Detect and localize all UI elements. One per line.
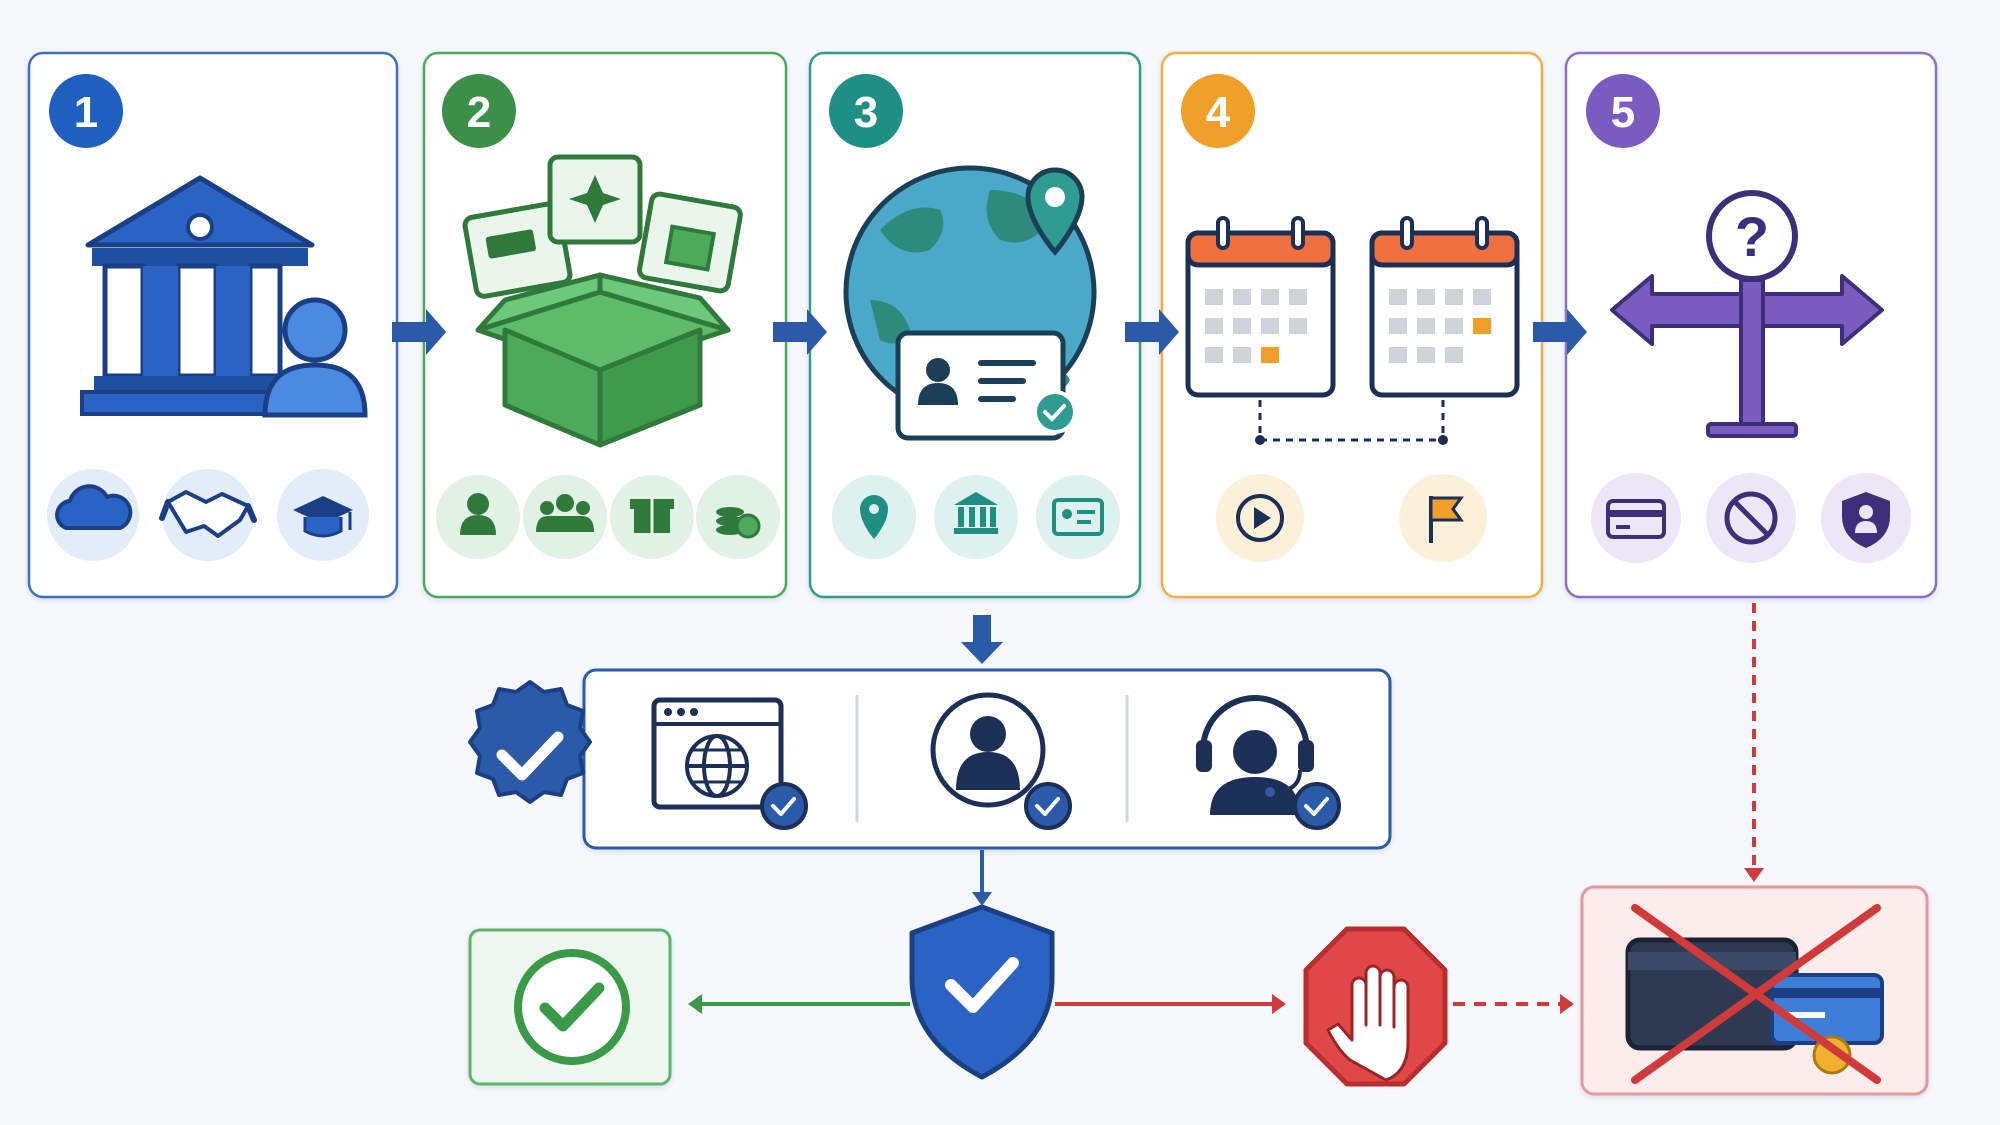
blocked-outcome xyxy=(1580,885,1929,1096)
coins-icon xyxy=(696,475,780,559)
verified-badge-icon xyxy=(468,680,592,804)
wallet-card-crossed-icon xyxy=(1625,904,1884,1084)
arrow-stop-to-blocked-head xyxy=(1560,994,1574,1014)
arrow-4-to-5 xyxy=(1533,309,1587,355)
arrow-verification-to-shield-head xyxy=(972,892,992,906)
arrow-step5-to-blocked-head xyxy=(1744,868,1764,882)
step-3-number: 3 xyxy=(854,88,878,137)
approve-outcome xyxy=(468,928,672,1086)
arrow-shield-to-stop-head xyxy=(1272,994,1286,1014)
step-1-number: 1 xyxy=(74,88,98,137)
user-icon xyxy=(436,475,520,559)
step-3-number-badge: 3 xyxy=(829,74,903,148)
arrow-shield-to-approve-head xyxy=(688,994,702,1014)
signpost-question-icon: ? xyxy=(1610,190,1884,438)
group-icon xyxy=(523,475,607,559)
svg-text:?: ? xyxy=(1735,205,1769,268)
graduation-cap-icon xyxy=(277,469,369,561)
location-pin-icon xyxy=(832,475,916,559)
bank-with-user-icon xyxy=(80,175,368,418)
open-box-with-cards-icon xyxy=(462,154,743,448)
arrow-3-to-4 xyxy=(1125,309,1179,355)
gift-icon xyxy=(610,475,694,559)
globe-with-id-card-icon xyxy=(843,165,1097,441)
step-2-number: 2 xyxy=(467,88,491,137)
check-circle-icon xyxy=(514,949,630,1065)
block-icon xyxy=(1706,473,1796,563)
cloud-icon xyxy=(47,469,139,561)
verification-panel xyxy=(468,668,1392,850)
shield-user-icon xyxy=(1821,473,1911,563)
step-2-number-badge: 2 xyxy=(442,74,516,148)
decision-shield xyxy=(909,904,1055,1080)
arrow-2-to-3 xyxy=(773,309,827,355)
step-5-number: 5 xyxy=(1611,88,1635,137)
user-verified-icon xyxy=(930,692,1072,830)
id-card-icon xyxy=(1036,475,1120,559)
step-3-card: 3 xyxy=(808,51,1142,599)
stop-hand-icon xyxy=(1303,926,1448,1087)
bank-icon xyxy=(934,475,1018,559)
step-1-card: 1 xyxy=(27,51,399,599)
step-1-number-badge: 1 xyxy=(49,74,123,148)
website-verified-icon xyxy=(651,697,808,830)
support-agent-verified-icon xyxy=(1196,695,1341,830)
two-calendars-icon xyxy=(1185,216,1520,445)
arrow-1-to-2 xyxy=(392,309,446,355)
arrow-step3-to-verification xyxy=(961,615,1003,664)
credit-card-icon xyxy=(1591,473,1681,563)
step-4-card: 4 xyxy=(1160,51,1544,599)
step-4-number: 4 xyxy=(1206,88,1231,137)
flag-icon xyxy=(1399,474,1487,562)
step-4-number-badge: 4 xyxy=(1181,74,1255,148)
step-2-card: 2 xyxy=(422,51,788,599)
step-5-card: 5 ? xyxy=(1564,51,1938,599)
step-connector-arrows xyxy=(390,309,1587,355)
step-5-number-badge: 5 xyxy=(1586,74,1660,148)
handshake-icon xyxy=(159,469,257,561)
play-icon xyxy=(1216,474,1304,562)
